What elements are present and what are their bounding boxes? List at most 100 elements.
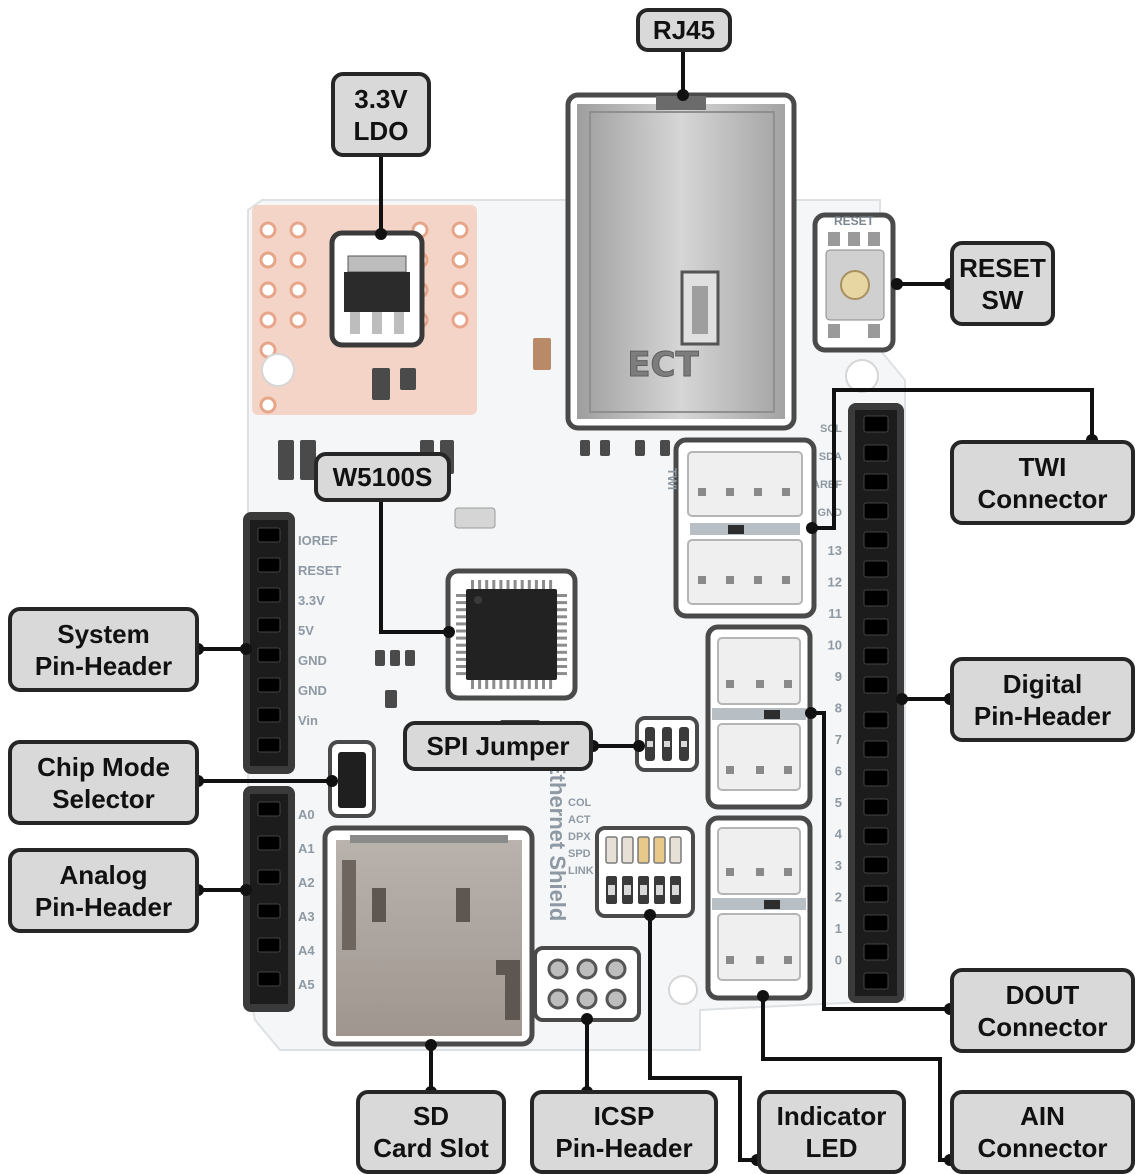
callout-ain-line2: Connector: [977, 1133, 1108, 1163]
callout-led-line2: LED: [805, 1133, 858, 1163]
pin-socket: [257, 617, 281, 633]
callout-system-header: System Pin-Header: [8, 607, 199, 692]
chip-leg: [513, 580, 517, 590]
led-resistor-body: [624, 885, 631, 895]
callout-spi-line1: SPI Jumper: [426, 731, 570, 761]
digital-pin-label: 6: [835, 764, 842, 779]
pin-socket: [863, 502, 889, 520]
digital-pin-label: 9: [835, 669, 842, 684]
pin-socket: [863, 827, 889, 845]
callout-dout-line2: Connector: [977, 1011, 1108, 1042]
callout-chipmode-line2: Selector: [52, 783, 155, 814]
chip-leg: [478, 679, 482, 689]
chip-leg: [557, 657, 567, 661]
pin-socket: [863, 943, 889, 961]
leader-lines: [198, 50, 1094, 1162]
pin-socket: [257, 557, 281, 573]
callout-twi-line2: Connector: [977, 483, 1108, 514]
callout-icsp-line2: Pin-Header: [555, 1133, 693, 1163]
callout-twi-line1: TWI: [1018, 451, 1067, 482]
leader-dout: [811, 711, 950, 1011]
pin-socket: [863, 798, 889, 816]
callout-digital-line1: Digital: [1002, 668, 1083, 699]
digital-pin-label: 10: [828, 638, 842, 653]
system-pin-label: Vin: [298, 713, 318, 728]
chip-leg: [485, 580, 489, 590]
analog-pin-label: A1: [298, 841, 315, 856]
leader-twi: [812, 388, 1094, 530]
pin-socket: [863, 972, 889, 990]
chip-leg: [456, 657, 466, 661]
digital-pin-label: 11: [828, 606, 842, 621]
chip-leg: [527, 580, 531, 590]
pin-socket: [863, 618, 889, 636]
callout-ain: AIN Connector: [950, 1090, 1135, 1174]
system-pin-label: GND: [298, 653, 327, 668]
led-component: [637, 836, 650, 864]
callout-digital-line2: Pin-Header: [973, 700, 1112, 731]
led-label: SPD: [568, 848, 591, 860]
pin-socket: [257, 835, 281, 851]
led-label: COL: [568, 797, 592, 809]
chip-leg: [456, 672, 466, 676]
reset-switch: RESET: [812, 212, 896, 353]
chip-leg: [534, 580, 538, 590]
twi-silkscreen: TWI: [665, 468, 679, 490]
chip-leg: [492, 679, 496, 689]
pin-socket: [257, 707, 281, 723]
dout-connector: [705, 624, 813, 810]
callout-w5100s-line1: W5100S: [332, 462, 433, 492]
pin-socket: [257, 937, 281, 953]
pin-socket: [257, 801, 281, 817]
callout-reset-sw-line1: RESET: [959, 252, 1046, 283]
callout-ldo: 3.3V LDO: [331, 72, 431, 157]
indicator-leds: [595, 826, 695, 918]
callout-spi-jumper: SPI Jumper: [403, 721, 593, 771]
chip-leg: [456, 650, 466, 654]
pin-socket: [863, 711, 889, 729]
callout-chip-mode: Chip Mode Selector: [8, 740, 199, 825]
pin-socket: [863, 676, 889, 694]
led-label: LINK: [568, 865, 594, 877]
pin-socket: [257, 587, 281, 603]
leader-w5100s: [379, 500, 449, 634]
system-pin-label: IOREF: [298, 533, 338, 548]
analog-pin-label: A2: [298, 875, 315, 890]
callout-reset-sw-line2: SW: [981, 284, 1024, 315]
chip-leg: [534, 679, 538, 689]
chip-leg: [456, 601, 466, 605]
digital-pin-label: 7: [835, 732, 842, 747]
callout-dout-line1: DOUT: [1005, 979, 1080, 1010]
top-pin-label: GND: [818, 507, 843, 519]
pin-socket: [863, 589, 889, 607]
twi-connector: TWI: [665, 437, 817, 619]
system-pin-label: 5V: [298, 623, 314, 638]
callout-dout: DOUT Connector: [950, 968, 1135, 1053]
pin-socket: [863, 531, 889, 549]
chip-leg: [557, 643, 567, 647]
chip-leg: [542, 580, 545, 590]
ain-connector: [705, 815, 813, 1001]
callout-icsp: ICSP Pin-Header: [530, 1090, 718, 1174]
pin-socket: [863, 856, 889, 874]
reset-silkscreen: RESET: [834, 214, 875, 228]
callout-ain-line1: AIN: [1020, 1101, 1065, 1131]
chip-leg: [456, 665, 466, 668]
mounting-hole: [668, 975, 698, 1005]
digital-pin-label: 12: [828, 575, 842, 590]
chip-leg: [557, 608, 567, 612]
led-label: DPX: [568, 831, 591, 843]
digital-pin-label: 3: [835, 858, 842, 873]
rj45-jack: ECT: [565, 92, 797, 431]
system-pin-label: RESET: [298, 563, 341, 578]
analog-pin-label: A4: [298, 943, 315, 958]
callout-analog-line2: Pin-Header: [34, 891, 173, 922]
callout-analog-header: Analog Pin-Header: [8, 848, 199, 933]
chip-leg: [557, 629, 567, 633]
pin-socket: [257, 971, 281, 987]
icsp-pin-header: [533, 946, 641, 1022]
digital-pin-label: 13: [828, 543, 842, 558]
pin-socket: [257, 737, 281, 753]
